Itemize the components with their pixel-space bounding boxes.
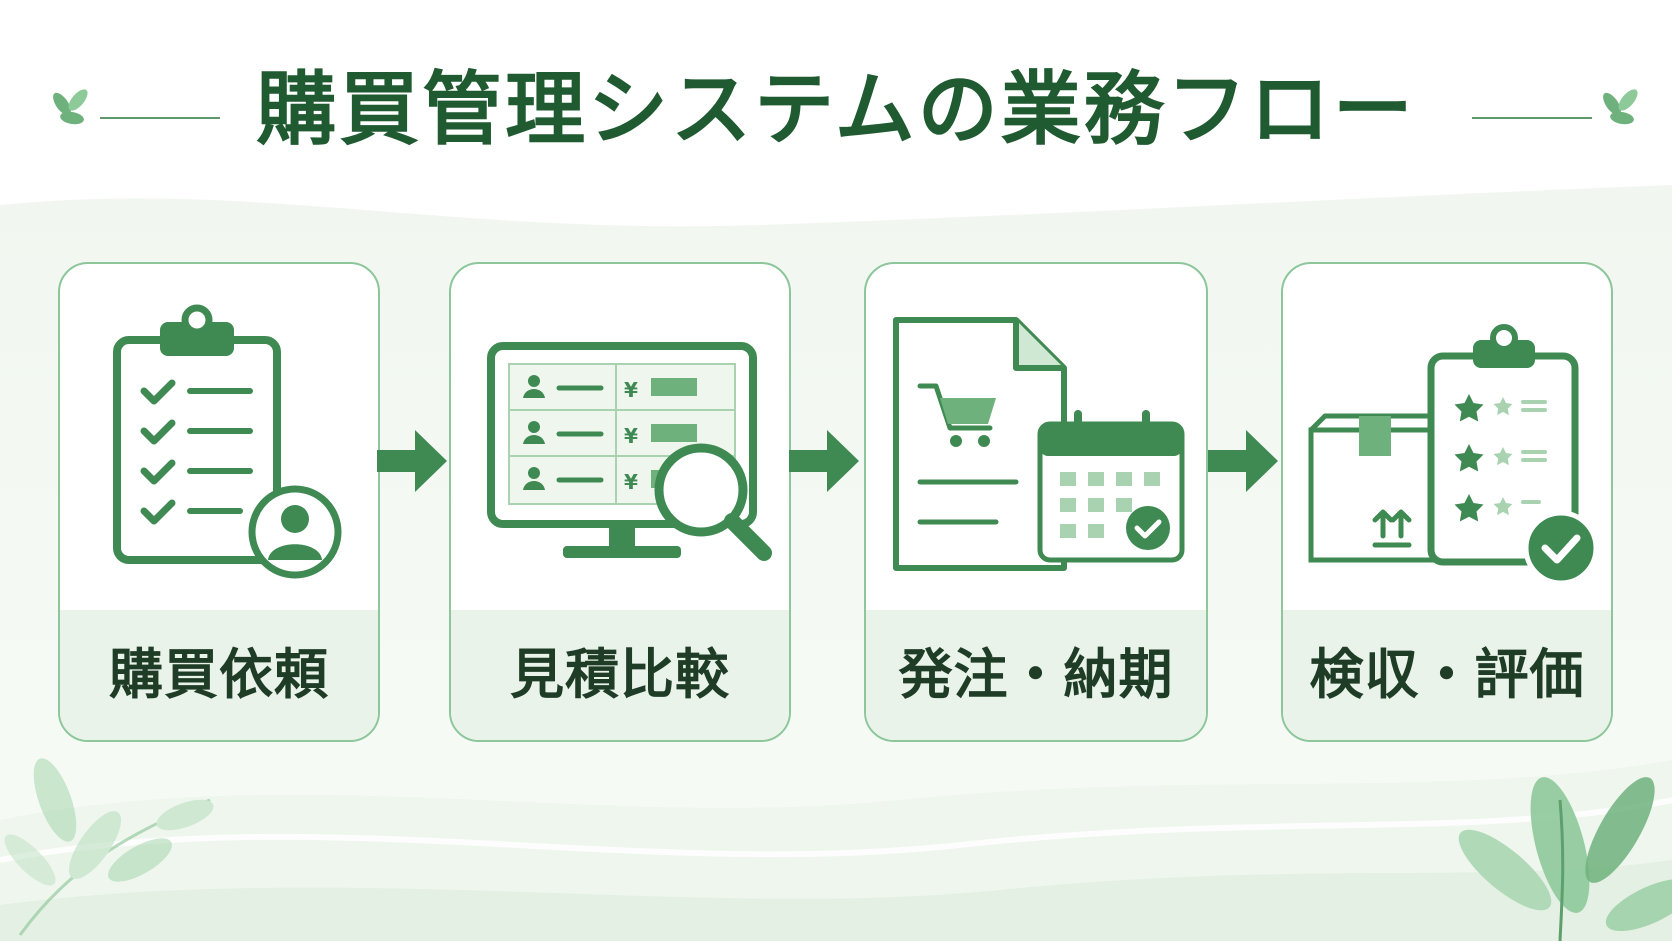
- leaf-branch-bottom-left-icon: [4, 758, 214, 936]
- currency-symbol: ¥: [624, 470, 638, 494]
- card-footer: [60, 610, 378, 740]
- flow-arrow-icon: [789, 430, 859, 492]
- order-document-cart-calendar-icon: [893, 317, 1185, 571]
- background-wave-top: [0, 185, 1672, 941]
- flow-arrow-icon: [377, 430, 447, 492]
- currency-symbol: ¥: [624, 424, 638, 448]
- monitor-quote-table-magnifier-icon: ¥ ¥ ¥: [487, 342, 772, 561]
- flow-arrow-icon: [1208, 430, 1278, 492]
- card-footer: [1283, 610, 1611, 740]
- shopping-cart-icon: [917, 383, 996, 447]
- title-decoration-right: [1472, 89, 1638, 125]
- clipboard-checklist-user-icon: [113, 304, 342, 579]
- package-clipboard-rating-check-icon: [1308, 324, 1599, 586]
- card-footer: [451, 610, 789, 740]
- title-decoration-left: [53, 89, 220, 125]
- page-title: 購買管理システムの業務フロー: [256, 63, 1416, 156]
- background-wave-bottom: [0, 860, 1672, 941]
- step-label: 検収・評価: [1309, 643, 1585, 706]
- package-box-icon: [1308, 413, 1458, 563]
- rating-clipboard-icon: [1427, 324, 1599, 586]
- card-footer: [866, 610, 1206, 740]
- flow-step-card-4: 検収・評価: [1281, 262, 1613, 742]
- leaf-sprig-icon: [53, 89, 88, 125]
- step-label: 発注・納期: [898, 643, 1174, 706]
- currency-symbol: ¥: [624, 378, 638, 402]
- flow-step-card-1: 購買依頼: [58, 262, 380, 742]
- flow-step-card-3: 発注・納期: [864, 262, 1208, 742]
- flow-step-card-2: ¥ ¥ ¥ 見積比較: [449, 262, 791, 742]
- leaf-sprig-icon: [1603, 89, 1638, 125]
- step-label: 見積比較: [510, 643, 730, 706]
- leaf-branch-bottom-right-icon: [1458, 777, 1672, 941]
- step-label: 購買依頼: [109, 643, 329, 706]
- background-wave-line: [0, 797, 1672, 863]
- calendar-check-icon: [1037, 410, 1185, 563]
- title-row: 購買管理システムの業務フロー: [0, 52, 1672, 162]
